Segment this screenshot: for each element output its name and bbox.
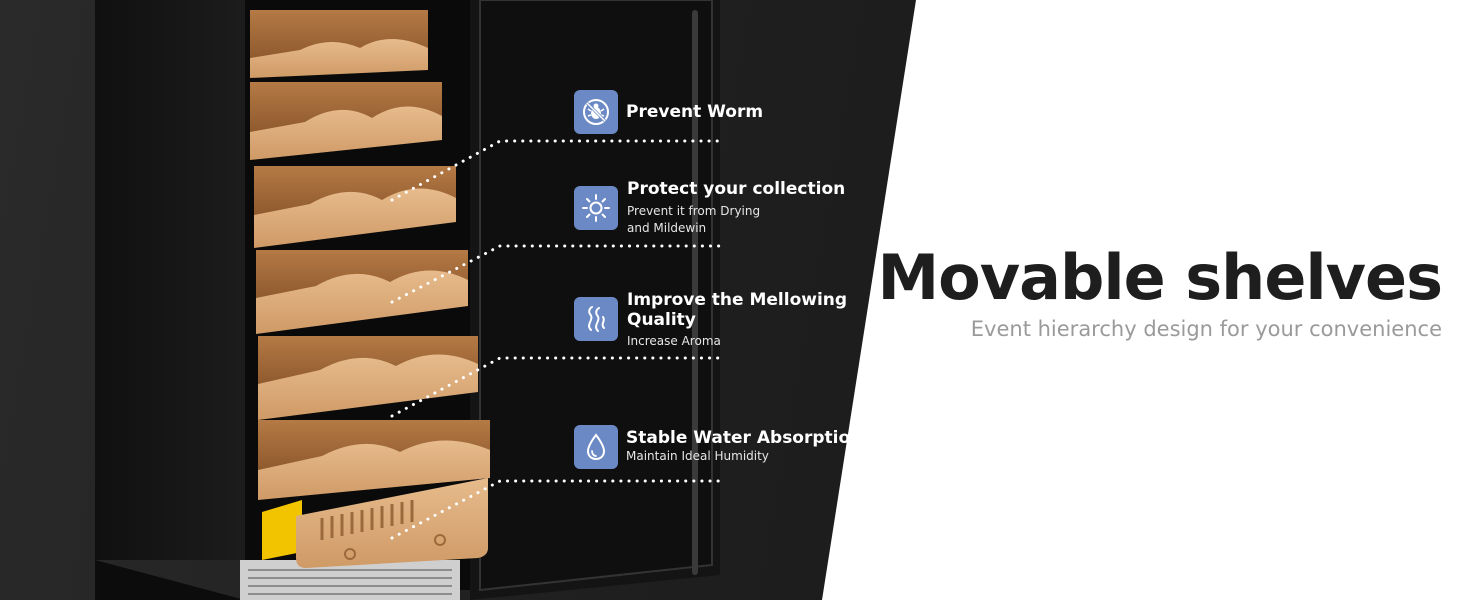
feature-title: Stable Water Absorption	[626, 428, 863, 448]
feature-subtitle-line-2: and Mildewin	[627, 221, 707, 235]
sun-icon	[574, 186, 618, 230]
shelf-1	[250, 10, 428, 78]
headline: Movable shelves	[877, 241, 1443, 314]
connector-lines	[390, 139, 724, 540]
connector-mellowing-quality	[390, 356, 724, 418]
door-handle	[692, 10, 698, 575]
connector-prevent-worm	[390, 139, 724, 202]
cabinet-side	[95, 0, 245, 560]
feature-title-line-1: Improve the Mellowing	[627, 290, 848, 310]
shelf-3	[254, 166, 456, 248]
humidifier-box	[262, 500, 302, 560]
aroma-waves-icon	[574, 297, 618, 341]
connector-water-absorption	[390, 479, 724, 540]
shelf-6	[258, 420, 490, 500]
subheadline: Event hierarchy design for your convenie…	[970, 317, 1442, 341]
shelf-5	[258, 336, 478, 420]
feature-title: Protect your collection	[627, 179, 846, 199]
bug-blocked-icon	[574, 90, 618, 134]
feature-title: Prevent Worm	[626, 102, 764, 122]
bottom-drawer	[296, 478, 488, 568]
water-drop-icon	[574, 425, 618, 469]
shelf-2	[250, 82, 442, 160]
humidor-cabinet-illustration	[95, 0, 724, 600]
feature-subtitle: Maintain Ideal Humidity	[626, 449, 769, 463]
feature-subtitle-line-1: Prevent it from Drying	[627, 204, 761, 218]
shelf-4	[256, 250, 468, 334]
feature-title-line-2: Quality	[627, 310, 696, 330]
feature-subtitle: Increase Aroma	[627, 334, 721, 348]
connector-protect-collection	[390, 244, 724, 304]
